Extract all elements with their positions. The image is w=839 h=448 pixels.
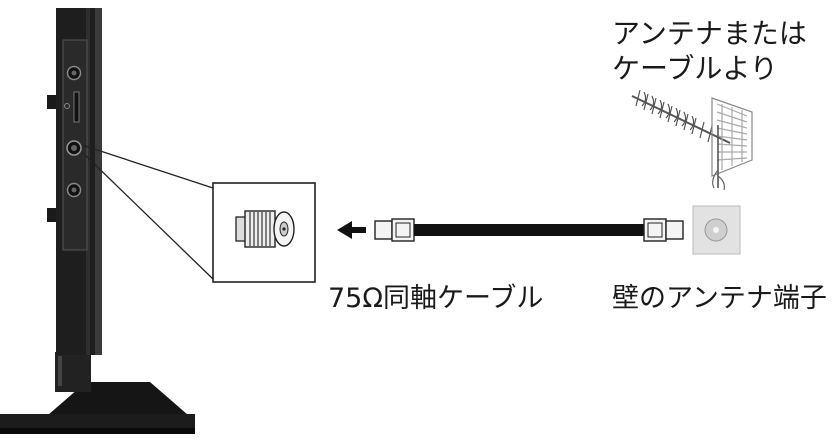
callout-lines bbox=[81, 144, 214, 280]
wall-outlet-icon bbox=[692, 205, 741, 255]
coax-jack-icon bbox=[235, 210, 295, 248]
antenna-icon bbox=[631, 89, 753, 191]
antenna-source-label-line2: ケーブルより bbox=[612, 52, 778, 85]
wall-outlet-label: 壁のアンテナ端子 bbox=[612, 283, 827, 314]
cable-label: 75Ω同軸ケーブル bbox=[328, 283, 544, 314]
tv-side-view bbox=[47, 8, 102, 355]
tv-antenna-jack bbox=[66, 140, 82, 156]
tv-stand bbox=[0, 352, 195, 434]
antenna-source-label-line1: アンテナまたは bbox=[612, 17, 807, 50]
left-arrow-icon bbox=[337, 221, 366, 239]
zoom-box bbox=[212, 182, 316, 283]
coax-cable bbox=[374, 218, 684, 242]
